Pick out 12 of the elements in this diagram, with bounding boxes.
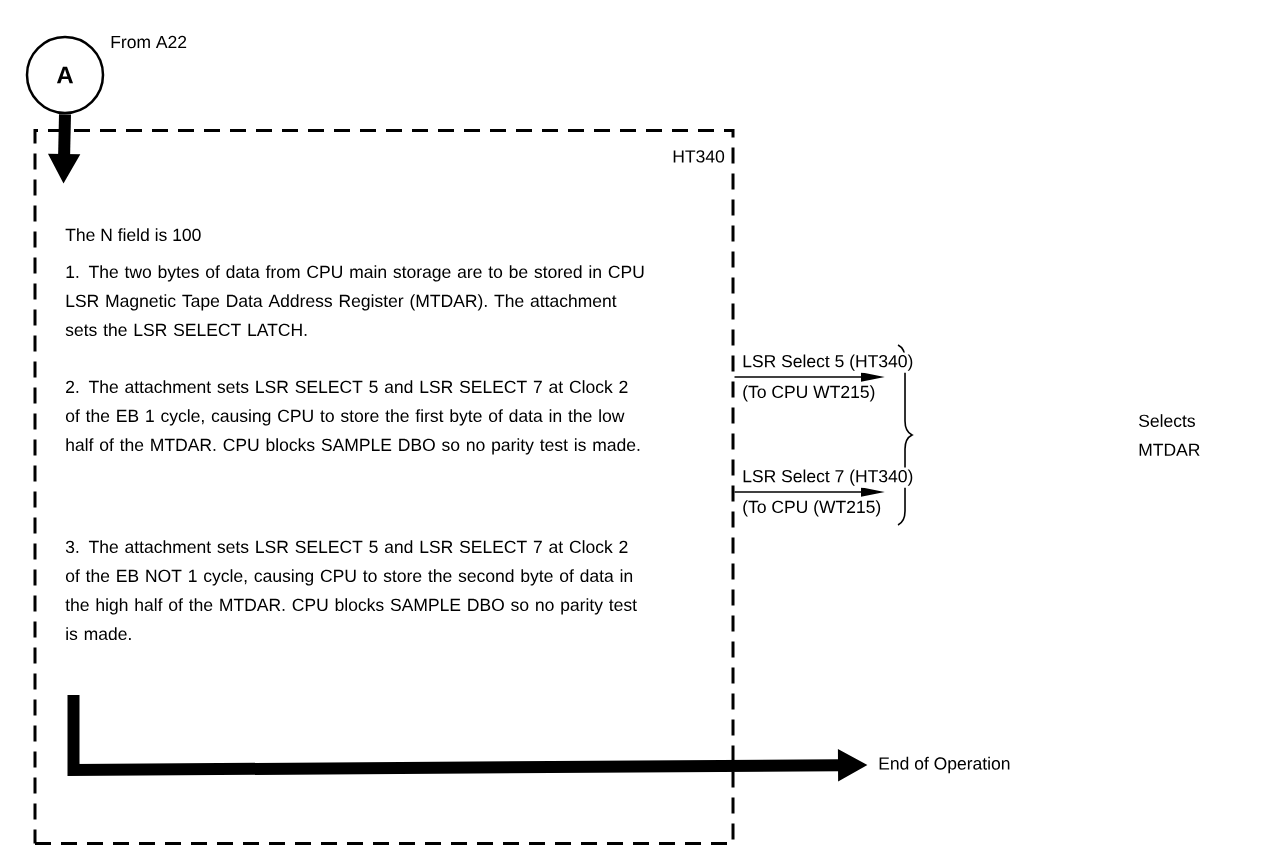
caption-text: From A22 — [111, 35, 187, 49]
box-id: HT340 — [673, 150, 725, 163]
numbered-step: 3. The attachment sets LSR SELECT 5 and LSR SELECT 7 at Clock 2 of the EB NOT 1 cycle, causing CPU to store the second byte of data in the high half of the MTDAR. CPU blocks SAMPLE DBO so no parity test is made. — [65, 540, 637, 641]
result-text: Selects MTDAR — [1139, 414, 1200, 456]
numbered-step: 1. The two bytes of data from CPU main storage are to be stored in CPU LSR Magnetic Tape Data Address Register (MTDAR). The attachment sets the LSR SELECT LATCH. — [65, 265, 644, 337]
edge-label: LSR Select 5 (HT340) — [740, 352, 916, 373]
heading-text: The N field is 100 — [65, 228, 201, 242]
signal-label: (To CPU (WT215) — [740, 498, 884, 519]
end-text: End of Operation — [879, 756, 1010, 774]
signal-label: (To CPU WT215) — [740, 383, 878, 404]
numbered-step: 2. The attachment sets LSR SELECT 5 and LSR SELECT 7 at Clock 2 of the EB 1 cycle, causing CPU to store the first byte of data in the low half of the MTDAR. CPU blocks SAMPLE DBO so no parity test is made. — [65, 380, 640, 455]
edge-label: LSR Select 7 (HT340) — [740, 467, 916, 488]
